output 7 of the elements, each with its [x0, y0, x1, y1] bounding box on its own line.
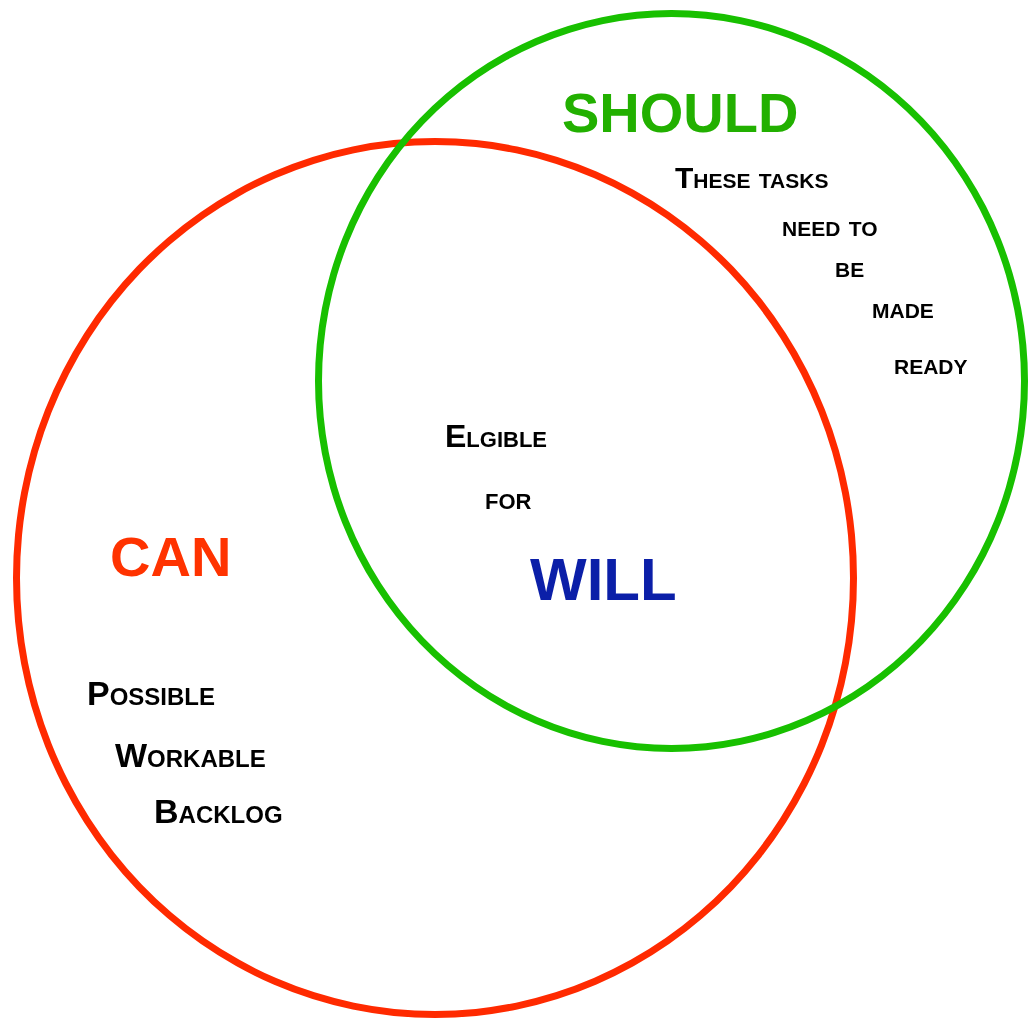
set-description: Possible Workable Backlog [87, 677, 283, 827]
set-title: CAN [110, 529, 232, 585]
intersection-title: WILL [530, 550, 677, 610]
set-title: SHOULD [562, 85, 799, 141]
intersection-description: Elgible for [445, 420, 547, 514]
set-description: These tasks need to be made ready [675, 162, 968, 380]
venn-circle [315, 10, 1028, 752]
